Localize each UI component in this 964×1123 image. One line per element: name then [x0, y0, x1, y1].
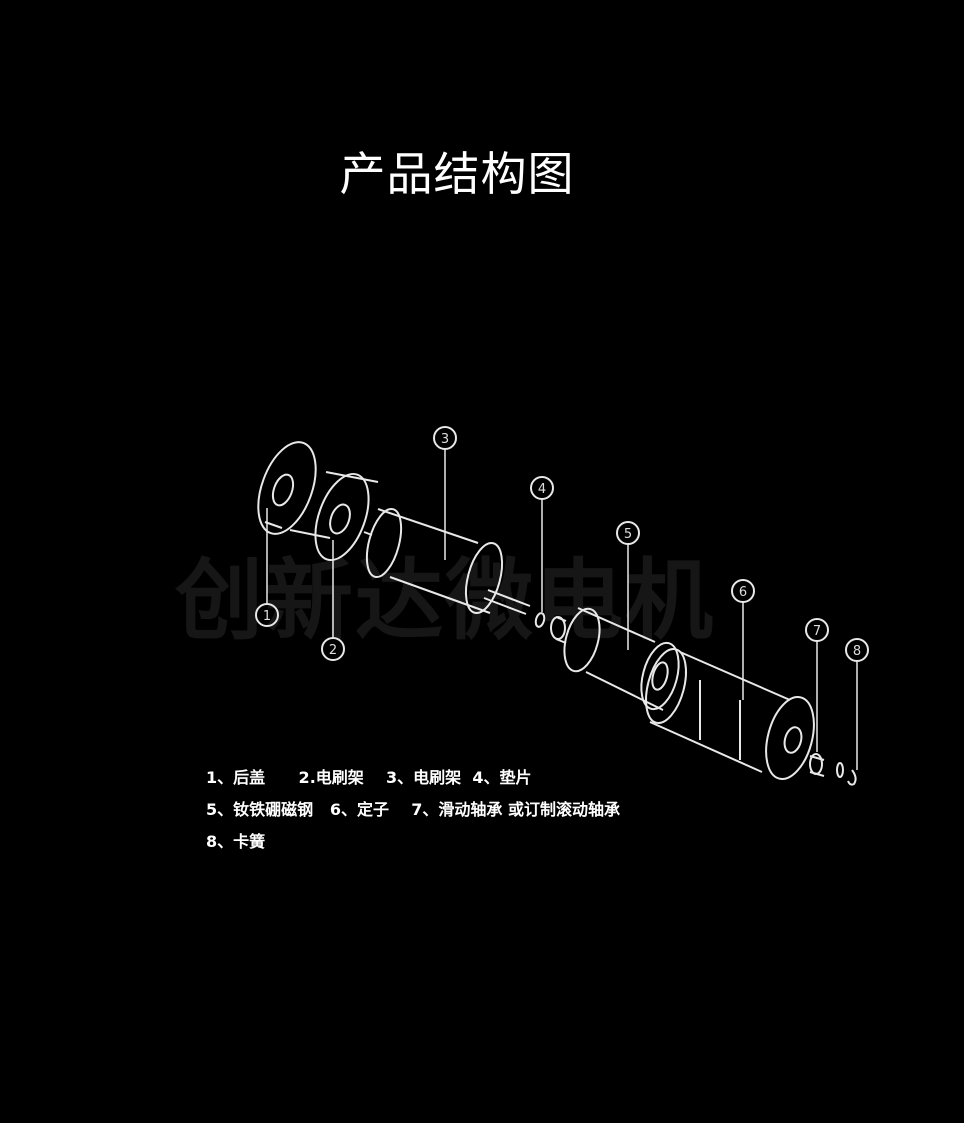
callout-8-circle [845, 638, 869, 662]
exploded-motor-diagram: 1 2 3 4 5 6 7 8 [255, 426, 869, 786]
callout-8-label: 8 [853, 644, 861, 659]
callout-1-circle [255, 603, 279, 627]
callout-6-circle [731, 579, 755, 603]
bearing-part [809, 753, 825, 777]
callout-7-label: 7 [813, 624, 821, 639]
stator-part [645, 648, 815, 780]
washer-part [534, 612, 546, 628]
legend-row-2: 5、钕铁硼磁钢 6、定子 7、滑动轴承 或订制滚动轴承 [206, 800, 620, 819]
magnet-part [563, 607, 680, 711]
page-title: 产品结构图 [339, 147, 575, 201]
parts-legend: 1、后盖 2.电刷架 3、电刷架 4、垫片 5、钕铁硼磁钢 6、定子 7、滑动轴… [206, 762, 620, 858]
small-bearing-part [550, 616, 567, 644]
callout-7-circle [805, 618, 829, 642]
rotor-part [363, 507, 531, 615]
callout-1-label: 1 [263, 609, 271, 624]
callout-5-circle [616, 521, 640, 545]
circlip-part [836, 762, 857, 786]
legend-row-3: 8、卡簧 [206, 832, 266, 851]
callout-6-label: 6 [739, 585, 747, 600]
legend-row-1: 1、后盖 2.电刷架 3、电刷架 4、垫片 [206, 768, 532, 787]
rear-cover-part [257, 441, 317, 535]
callout-4-label: 4 [538, 482, 546, 497]
watermark: 创新达微电机 [175, 549, 716, 652]
callout-4-circle [530, 476, 554, 500]
callout-3-circle [433, 426, 457, 450]
callout-3-label: 3 [441, 432, 449, 447]
callout-2-circle [321, 637, 345, 661]
callout-5-label: 5 [624, 527, 632, 542]
brush-holder-part [289, 471, 379, 562]
callout-2-label: 2 [329, 643, 337, 658]
